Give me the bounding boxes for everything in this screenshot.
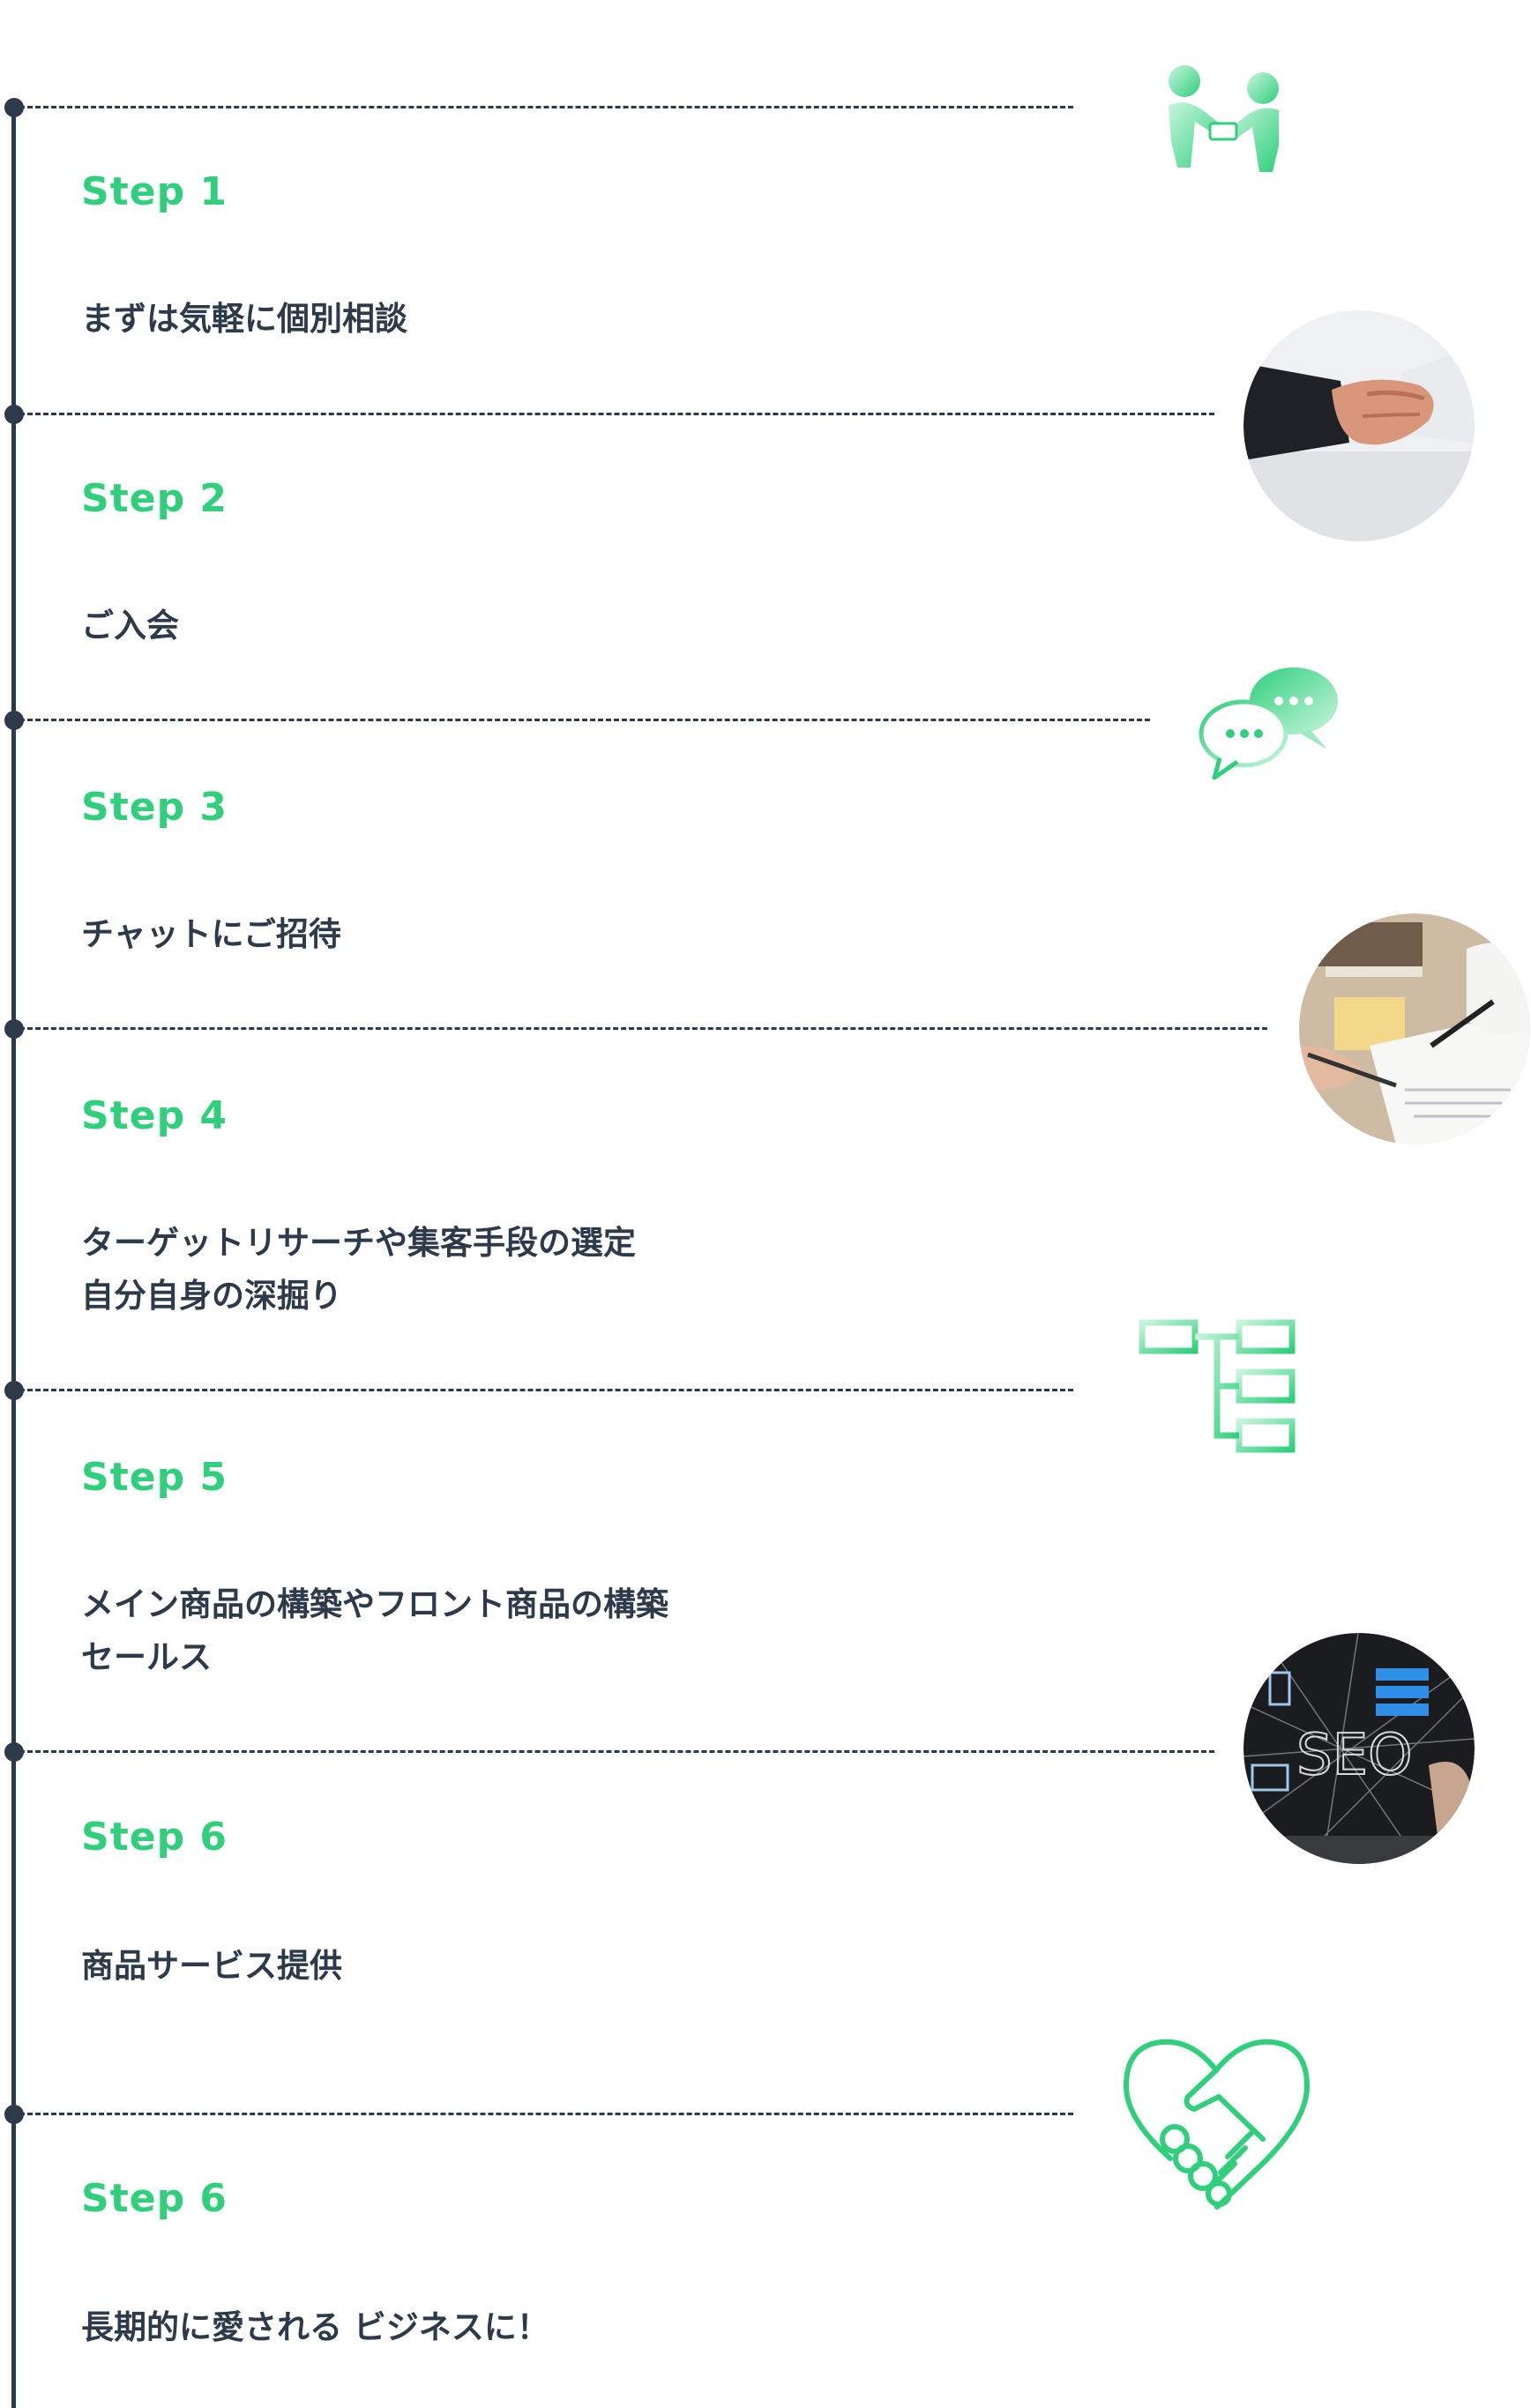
svg-text:SEO: SEO (1296, 1723, 1412, 1788)
desk-writing-photo (1299, 913, 1530, 1144)
sitemap-tree-icon (1139, 1319, 1296, 1453)
meeting-people-icon (1169, 65, 1279, 172)
step-4-label: Step 4 (81, 1093, 228, 1138)
step-6-label: Step 6 (81, 1815, 228, 1860)
dashed-divider (19, 1389, 1073, 1391)
step-5-label: Step 5 (81, 1455, 228, 1500)
handshake-photo (1243, 310, 1475, 541)
timeline-dot (4, 1381, 24, 1400)
timeline-dot (4, 711, 24, 730)
dashed-divider (19, 1027, 1267, 1030)
heart-handshake-icon (1124, 2039, 1310, 2210)
step-5-text: メイン商品の構築やフロント商品の構築 セールス (81, 1585, 668, 1676)
step-3-text: チャットにご招待 (81, 915, 341, 953)
step-1-text: まずは気軽に個別相談 (81, 300, 407, 338)
timeline-dot (4, 1019, 24, 1039)
timeline-dot (4, 2105, 24, 2124)
step-4-text: ターゲットリサーチや集客手段の選定 自分自身の深掘り (81, 1224, 636, 1315)
step-2-text: ご入会 (81, 607, 179, 645)
step-3-label: Step 3 (81, 785, 228, 830)
step-7-label: Step 6 (81, 2176, 228, 2221)
timeline-dot (4, 1742, 24, 1762)
timeline-line (11, 108, 16, 2408)
dashed-divider (19, 1750, 1214, 1753)
step-6-text: 商品サービス提供 (81, 1947, 342, 1985)
chat-bubbles-icon (1199, 667, 1338, 780)
step-1-label: Step 1 (81, 169, 228, 214)
seo-photo: SEO (1243, 1633, 1475, 1864)
dashed-divider (19, 106, 1073, 108)
timeline-dot (4, 98, 24, 117)
step-2-label: Step 2 (81, 476, 228, 521)
dashed-divider (19, 413, 1214, 415)
timeline-dot (4, 405, 24, 424)
step-7-text: 長期的に愛される ビジネスに！ (81, 2308, 549, 2346)
dashed-divider (19, 2113, 1073, 2115)
dashed-divider (19, 719, 1150, 721)
